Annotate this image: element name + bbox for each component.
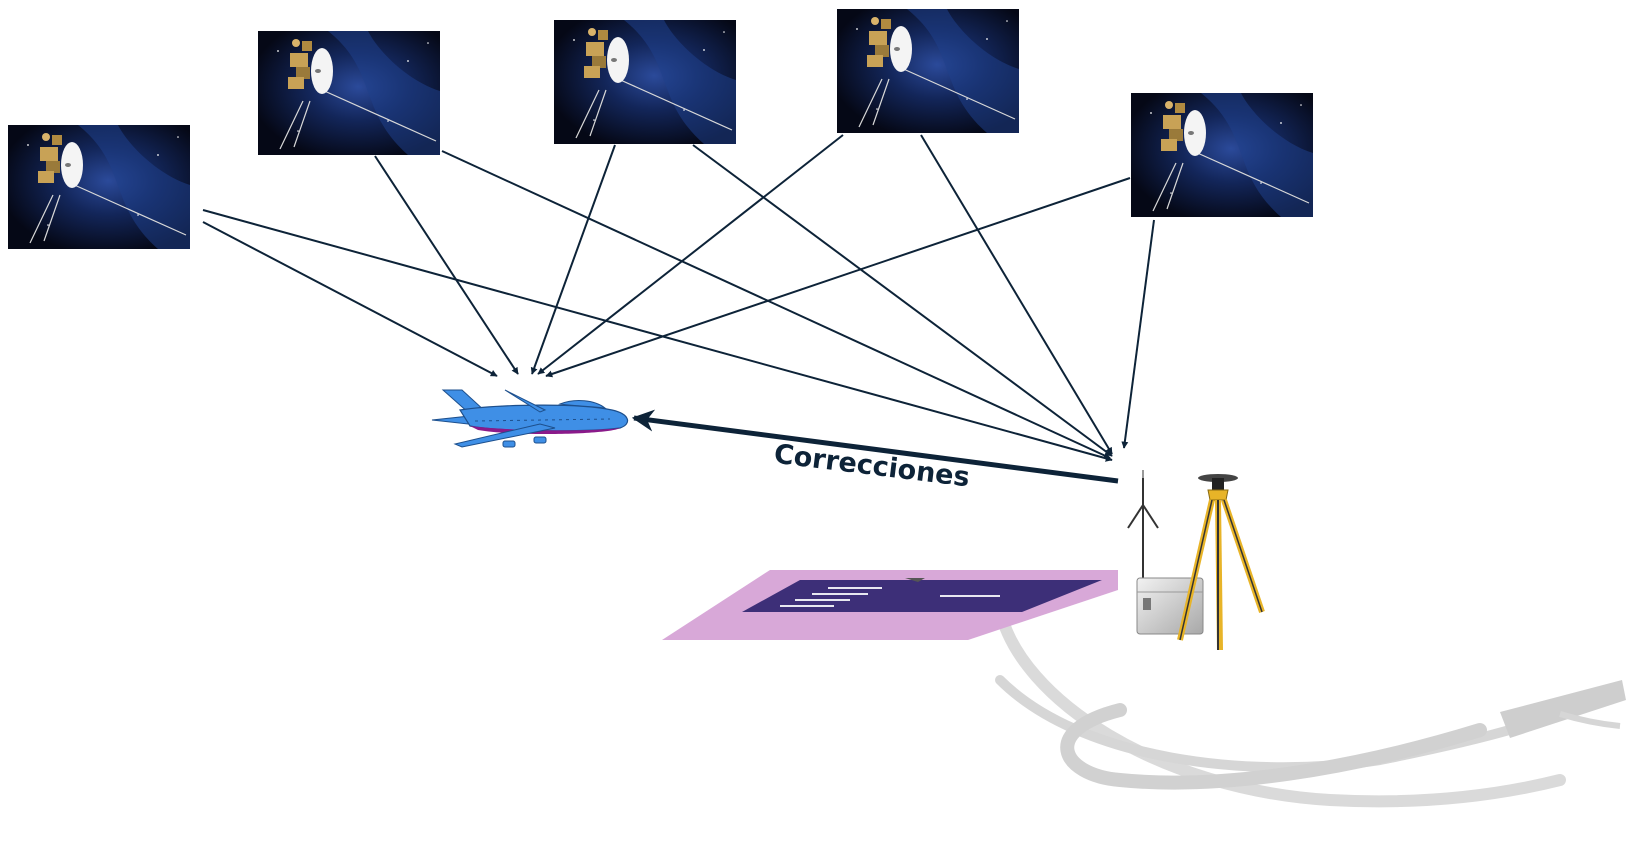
arrow-sat2-aircraft	[374, 155, 519, 375]
satellite-2	[257, 30, 441, 156]
arrow-sat5-station	[1121, 219, 1155, 449]
satellite-1	[7, 124, 191, 250]
aircraft-icon	[431, 389, 629, 448]
antenna-mast-icon	[1127, 470, 1159, 585]
satellite-4	[836, 8, 1020, 134]
arrow-sat3-aircraft	[530, 144, 616, 375]
arrow-sat4-station	[920, 134, 1113, 455]
runway	[662, 570, 1118, 640]
watermark-logo	[994, 604, 1626, 808]
signal-arrows	[202, 134, 1155, 462]
satellite-3	[553, 19, 737, 145]
arrow-sat1-station	[202, 209, 1113, 462]
arrow-sat4-aircraft	[537, 134, 844, 375]
arrow-sat5-aircraft	[545, 177, 1131, 378]
gps-tripod-icon	[1177, 474, 1265, 651]
satellite-5	[1130, 92, 1314, 218]
corrections-arrow	[631, 409, 1119, 484]
arrow-sat1-aircraft	[202, 221, 498, 377]
arrow-sat3-station	[692, 144, 1113, 457]
arrow-sat2-station	[441, 150, 1111, 459]
ground-station	[1127, 470, 1265, 651]
